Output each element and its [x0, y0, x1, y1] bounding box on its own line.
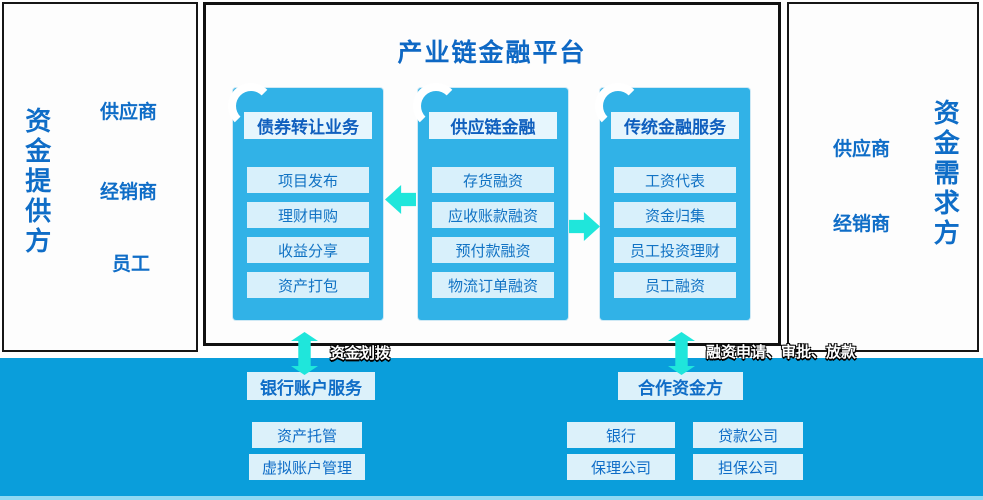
card-item: 资金归集 [614, 202, 736, 228]
partners-title: 合作资金方 [618, 372, 743, 400]
card-item: 工资代表 [614, 167, 736, 193]
card-traditional-title: 传统金融服务 [611, 112, 739, 139]
card-item: 物流订单融资 [432, 272, 554, 298]
card-item: 预付款融资 [432, 237, 554, 263]
bank-services-title: 银行账户服务 [247, 372, 375, 400]
card-supply-chain-finance: 供应链金融 存货融资 应收账款融资 预付款融资 物流订单融资 [413, 83, 568, 320]
double-arrow-vertical-icon [291, 332, 318, 375]
card-bond-transfer: 债券转让业务 项目发布 理财申购 收益分享 资产打包 [228, 83, 383, 320]
bank-connector-label: 资金划拨 [330, 344, 391, 362]
card-item: 理财申购 [247, 202, 369, 228]
label-supplier-right: 供应商 [833, 138, 891, 160]
card-bond-transfer-title: 债券转让业务 [244, 112, 372, 139]
double-arrow-vertical-icon [668, 332, 695, 375]
card-item: 员工投资理财 [614, 237, 736, 263]
band-item-loan-company: 贷款公司 [693, 422, 803, 448]
platform-title: 产业链金融平台 [397, 38, 587, 67]
funder-connector-label: 融资申请、审批、放款 [706, 343, 857, 361]
card-traditional-services: 传统金融服务 工资代表 资金归集 员工投资理财 员工融资 [595, 83, 750, 320]
bottom-band [0, 358, 983, 500]
card-supply-chain-title: 供应链金融 [429, 112, 557, 139]
band-item-guarantee-company: 担保公司 [693, 454, 803, 480]
capital-demander-title: 资金需求方 [933, 99, 960, 249]
card-item: 应收账款融资 [432, 202, 554, 228]
panel-capital-demanders: 供应商 经销商 资金需求方 [787, 2, 979, 352]
card-item: 资产打包 [247, 272, 369, 298]
band-item-factoring-company: 保理公司 [567, 454, 675, 480]
card-item: 员工融资 [614, 272, 736, 298]
band-item-asset-custody: 资产托管 [252, 422, 362, 448]
capital-provider-title: 资金提供方 [25, 107, 52, 257]
corner-arc-icon [228, 83, 274, 129]
band-item-bank: 银行 [567, 422, 675, 448]
card-item: 收益分享 [247, 237, 369, 263]
band-item-virtual-account: 虚拟账户管理 [249, 454, 365, 480]
corner-arc-icon [595, 83, 641, 129]
label-supplier: 供应商 [100, 101, 158, 123]
corner-arc-icon [413, 83, 459, 129]
label-employee: 员工 [112, 253, 151, 275]
label-distributor: 经销商 [100, 181, 158, 203]
label-distributor-right: 经销商 [833, 213, 891, 235]
card-item: 项目发布 [247, 167, 369, 193]
panel-capital-providers: 资金提供方 供应商 经销商 员工 [2, 2, 198, 352]
card-item: 存货融资 [432, 167, 554, 193]
